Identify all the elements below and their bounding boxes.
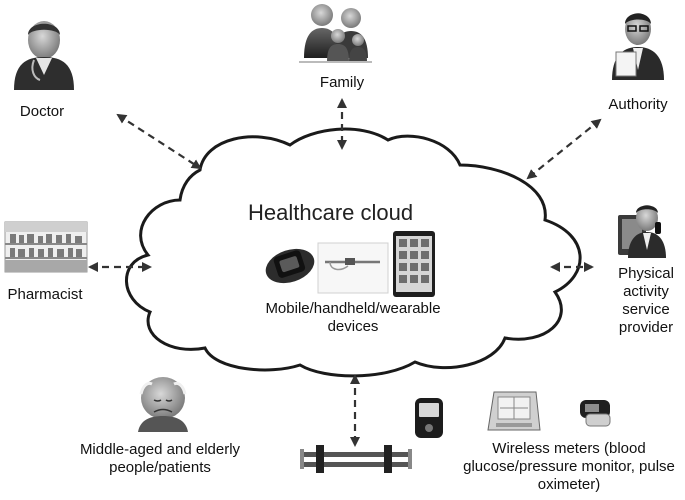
meters-label: Wireless meters (blood glucose/pressure … (458, 440, 680, 494)
smartphone-icon (393, 231, 435, 297)
pharmacy-shelves-icon (4, 221, 88, 273)
elderly-label-line1: Middle-aged and elderly (79, 441, 241, 458)
link-authority (526, 118, 602, 180)
smartwatch-icon (265, 248, 315, 284)
devices-label-line2: devices (327, 318, 379, 335)
elderly-label-line2: people/patients (109, 459, 211, 476)
doctor-label: Doctor (19, 103, 65, 120)
authority-icon (612, 13, 664, 80)
pulse-oximeter-icon (580, 400, 611, 427)
doctor-icon (14, 21, 74, 90)
link-doctor (116, 113, 202, 170)
devices-label-line1: Mobile/handheld/wearable (265, 300, 441, 317)
provider-label-line4: provider (618, 319, 674, 336)
provider-label-line1: Physical (618, 265, 674, 282)
cloud-title: Healthcare cloud (248, 200, 414, 225)
sensor-cable-icon (300, 445, 412, 473)
meters-label-line2: glucose/pressure monitor, pulse (463, 458, 675, 475)
family-icon (299, 4, 372, 63)
provider-label: Physical activity service provider (608, 265, 684, 337)
service-provider-icon (618, 205, 666, 258)
smart-glasses-icon (317, 242, 389, 294)
glucose-meter-icon (415, 398, 443, 438)
pharmacist-label: Pharmacist (7, 286, 83, 303)
meters-label-line3: oximeter) (537, 476, 601, 493)
elderly-person-icon (138, 377, 188, 432)
blood-pressure-monitor-icon (487, 391, 541, 431)
devices-label: Mobile/handheld/wearable devices (258, 300, 448, 336)
family-label: Family (319, 74, 365, 91)
elderly-label: Middle-aged and elderly people/patients (60, 441, 260, 477)
authority-label: Authority (608, 96, 668, 113)
meters-label-line1: Wireless meters (blood (492, 440, 646, 457)
provider-label-line2: activity (623, 283, 669, 300)
provider-label-line3: service (622, 301, 670, 318)
